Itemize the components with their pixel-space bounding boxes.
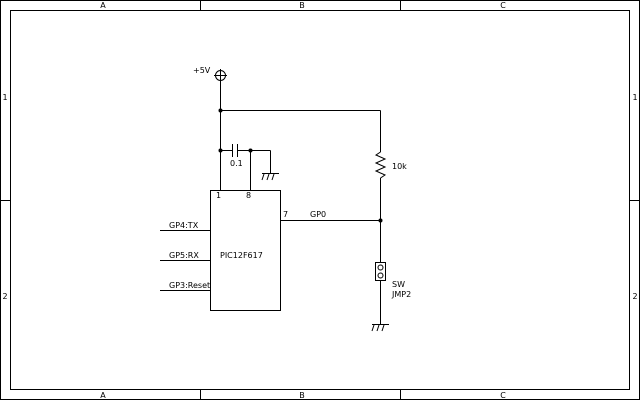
zone-col-label: B: [299, 1, 305, 10]
net-label-gp0: GP0: [310, 210, 326, 219]
ic-pin-number: 1: [216, 191, 221, 200]
zone-row-label: 1: [632, 93, 637, 102]
junction-dot: [248, 148, 253, 153]
ic-pin-number: 7: [283, 210, 288, 219]
ground-symbol: [371, 324, 389, 332]
power-symbol-5v: [214, 69, 227, 82]
zone-col-label: B: [299, 391, 305, 400]
pin-label: GP3:Reset: [169, 281, 210, 290]
switch-label: SW: [392, 280, 405, 289]
ground-symbol: [261, 173, 279, 181]
pin-label: GP4:TX: [169, 221, 199, 230]
zone-col-label: C: [500, 391, 506, 400]
jumper-label: JMP2: [391, 290, 411, 299]
pin-label: GP5:RX: [169, 251, 199, 260]
inner-frame: [10, 10, 630, 390]
resistor-value: 10k: [392, 162, 407, 171]
ic-pin-number: 8: [246, 191, 251, 200]
zone-col-label: A: [100, 391, 106, 400]
junction-dot: [218, 108, 223, 113]
zone-row-label: 1: [2, 93, 7, 102]
capacitor-value: 0.1: [230, 159, 243, 168]
capacitor-symbol: [220, 144, 271, 190]
jumper-symbol: [375, 262, 386, 324]
zone-col-label: A: [100, 1, 106, 10]
zone-row-label: 2: [2, 292, 7, 301]
ic-part-name: PIC12F617: [220, 251, 263, 260]
junction-dot: [378, 218, 383, 223]
supply-net: [220, 81, 381, 190]
resistor-symbol: [374, 151, 387, 179]
ic-body: [210, 190, 281, 311]
power-label: +5V: [193, 66, 211, 75]
zone-col-label: C: [500, 1, 506, 10]
zone-row-label: 2: [632, 292, 637, 301]
